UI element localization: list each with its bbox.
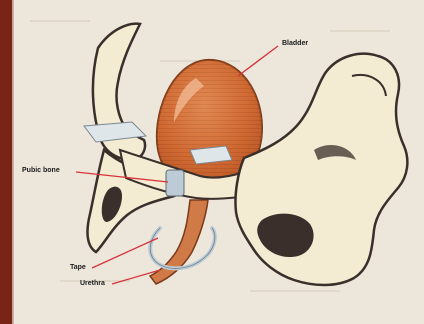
label-urethra: Urethra — [80, 280, 105, 288]
label-pubic-bone: Pubic bone — [22, 167, 60, 175]
label-tape: Tape — [70, 264, 86, 272]
label-bladder: Bladder — [282, 40, 308, 48]
tape-band-on-bone — [166, 170, 184, 196]
